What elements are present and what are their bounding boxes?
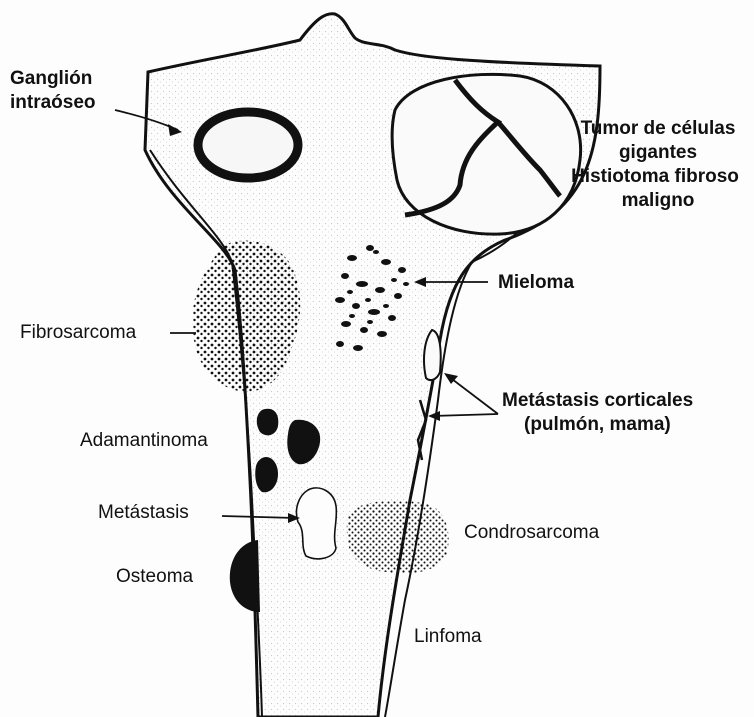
osteoma-lesion bbox=[230, 540, 260, 612]
condrosarcoma-area bbox=[347, 500, 449, 573]
label-metastasis: Metástasis bbox=[98, 502, 189, 524]
label-osteoma: Osteoma bbox=[116, 566, 193, 588]
label-tumor-line2: gigantes bbox=[568, 142, 748, 164]
label-tumor-line3: Histiotoma fibroso bbox=[562, 166, 748, 188]
label-fibrosarcoma: Fibrosarcoma bbox=[20, 322, 136, 344]
label-tumor-line1: Tumor de células bbox=[568, 118, 748, 140]
label-metastasis-corticales-line1: Metástasis corticales bbox=[502, 390, 693, 412]
label-adamantinoma: Adamantinoma bbox=[80, 430, 208, 452]
label-mieloma: Mieloma bbox=[498, 272, 574, 294]
label-tumor-line4: maligno bbox=[568, 190, 748, 212]
label-condrosarcoma: Condrosarcoma bbox=[464, 522, 599, 544]
label-metastasis-corticales-line2: (pulmón, mama) bbox=[524, 414, 671, 436]
label-ganglion-line2: intraóseo bbox=[10, 92, 96, 114]
label-linfoma: Linfoma bbox=[414, 626, 482, 648]
arrow-metastasis-cortical-2 bbox=[432, 414, 498, 416]
arrow-metastasis-cortical-1 bbox=[448, 376, 498, 414]
arrowhead-metastasis-cortical-2 bbox=[428, 411, 440, 421]
label-ganglion-line1: Ganglión bbox=[10, 68, 92, 90]
ganglion-cyst bbox=[198, 112, 298, 178]
